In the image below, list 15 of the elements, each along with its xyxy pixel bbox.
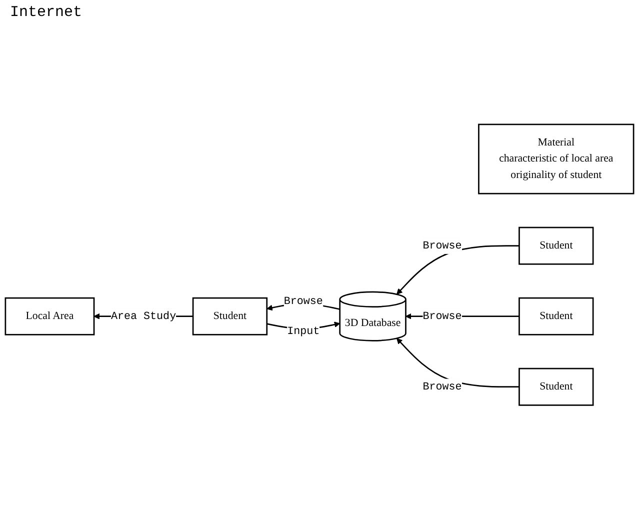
node-box: Student: [518, 298, 594, 336]
node-box: Student: [192, 298, 268, 336]
edge-label: Browse: [422, 240, 462, 252]
network-label: Internet: [10, 4, 82, 21]
node-box: Student: [518, 227, 594, 265]
edge-label: Area Study: [110, 310, 176, 323]
arrow: [396, 245, 520, 295]
edge-label: Input: [287, 325, 320, 338]
arrow: [396, 338, 520, 388]
node-box: Material characteristic of local area originality of student: [478, 124, 634, 194]
node-box: Local Area: [4, 298, 95, 336]
edge-label: Browse: [422, 310, 462, 323]
node-box: Student: [518, 368, 594, 406]
edge-label: Browse: [422, 380, 462, 394]
edge-label: Browse: [284, 296, 323, 308]
